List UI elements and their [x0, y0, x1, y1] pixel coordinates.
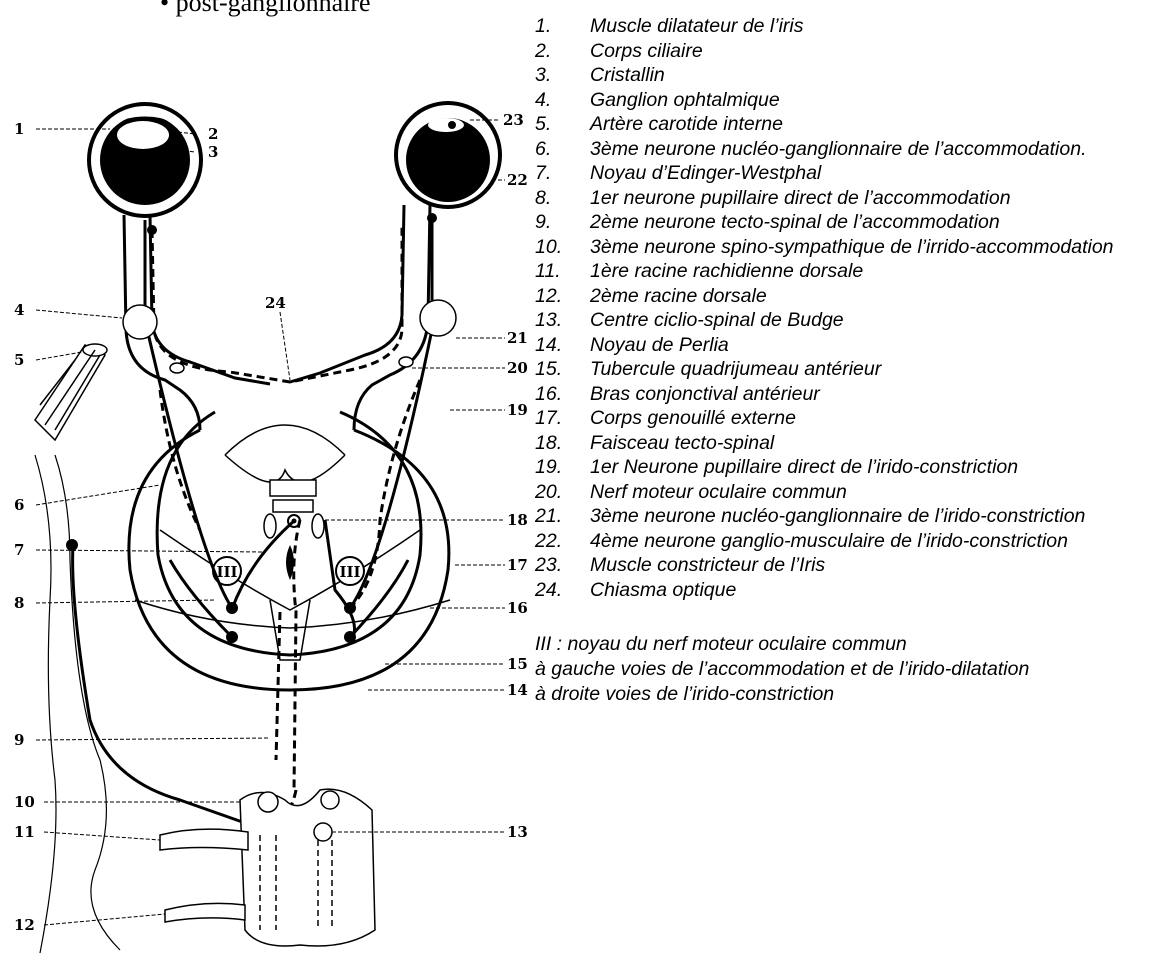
- label-10: 10: [14, 793, 35, 811]
- left-vertebral-outline: [35, 455, 120, 953]
- legend-item: 18.Faisceau tecto-spinal: [535, 431, 1155, 456]
- legend-item: 7.Noyau d’Edinger-Westphal: [535, 161, 1155, 186]
- label-18: 18: [507, 511, 528, 529]
- legend-note: à gauche voies de l’accommodation et de …: [535, 657, 1155, 682]
- legend-item: 4.Ganglion ophtalmique: [535, 88, 1155, 113]
- legend-note: à droite voies de l’irido-constriction: [535, 682, 1155, 707]
- label-15: 15: [507, 655, 528, 673]
- legend-item: 9.2ème neurone tecto-spinal de l’accommo…: [535, 210, 1155, 235]
- right-eye: [396, 103, 500, 207]
- label-3: 3: [208, 143, 218, 161]
- label-12: 12: [14, 916, 35, 934]
- legend-item: 10.3ème neurone spino-sympathique de l’i…: [535, 235, 1155, 260]
- label-13: 13: [507, 823, 528, 841]
- legend-item: 3.Cristallin: [535, 63, 1155, 88]
- legend-item: 22.4ème neurone ganglio-musculaire de l’…: [535, 529, 1155, 554]
- label-24: 24: [265, 294, 286, 312]
- legend-list: 1.Muscle dilatateur de l’iris 2.Corps ci…: [535, 14, 1155, 602]
- legend-note: III : noyau du nerf moteur oculaire comm…: [535, 632, 1155, 657]
- label-2: 2: [208, 125, 218, 143]
- legend-item: 6.3ème neurone nucléo-ganglionnaire de l…: [535, 137, 1155, 162]
- legend-item: 15.Tubercule quadrijumeau antérieur: [535, 357, 1155, 382]
- label-8: 8: [14, 594, 24, 612]
- roman-right-label: III: [339, 563, 360, 581]
- legend-item: 11.1ère racine rachidienne dorsale: [535, 259, 1155, 284]
- label-9: 9: [14, 731, 24, 749]
- legend-item: 20.Nerf moteur oculaire commun: [535, 480, 1155, 505]
- optic-tracts: [124, 205, 449, 690]
- label-6: 6: [14, 496, 24, 514]
- label-16: 16: [507, 599, 528, 617]
- spinal-cord: [160, 789, 375, 946]
- label-22: 22: [507, 171, 528, 189]
- legend-item: 5.Artère carotide interne: [535, 112, 1155, 137]
- legend-item: 17.Corps genouillé externe: [535, 406, 1155, 431]
- legend-item: 21.3ème neurone nucléo-ganglionnaire de …: [535, 504, 1155, 529]
- label-20: 20: [507, 359, 528, 377]
- roman-left-label: III: [216, 563, 237, 581]
- label-7: 7: [14, 541, 24, 559]
- legend-item: 24.Chiasma optique: [535, 578, 1155, 603]
- label-4: 4: [14, 301, 24, 319]
- label-19: 19: [507, 401, 528, 419]
- pupillary-pathways-diagram: III III: [0, 0, 540, 953]
- legend: 1.Muscle dilatateur de l’iris 2.Corps ci…: [535, 14, 1155, 707]
- left-eye: [89, 104, 201, 216]
- label-14: 14: [507, 681, 528, 699]
- legend-item: 14.Noyau de Perlia: [535, 333, 1155, 358]
- legend-item: 8.1er neurone pupillaire direct de l’acc…: [535, 186, 1155, 211]
- label-17: 17: [507, 556, 528, 574]
- nuclei-III: III III: [213, 480, 364, 585]
- ganglia: [123, 300, 456, 373]
- label-11: 11: [14, 823, 35, 841]
- legend-item: 1.Muscle dilatateur de l’iris: [535, 14, 1155, 39]
- legend-item: 13.Centre ciclio-spinal de Budge: [535, 308, 1155, 333]
- label-23: 23: [503, 111, 524, 129]
- legend-item: 12.2ème racine dorsale: [535, 284, 1155, 309]
- label-1: 1: [14, 120, 24, 138]
- label-21: 21: [507, 329, 528, 347]
- label-5: 5: [14, 351, 24, 369]
- legend-item: 2.Corps ciliaire: [535, 39, 1155, 64]
- legend-item: 16.Bras conjonctival antérieur: [535, 382, 1155, 407]
- legend-item: 23.Muscle constricteur de l’Iris: [535, 553, 1155, 578]
- legend-notes: III : noyau du nerf moteur oculaire comm…: [535, 632, 1155, 707]
- legend-item: 19.1er Neurone pupillaire direct de l’ir…: [535, 455, 1155, 480]
